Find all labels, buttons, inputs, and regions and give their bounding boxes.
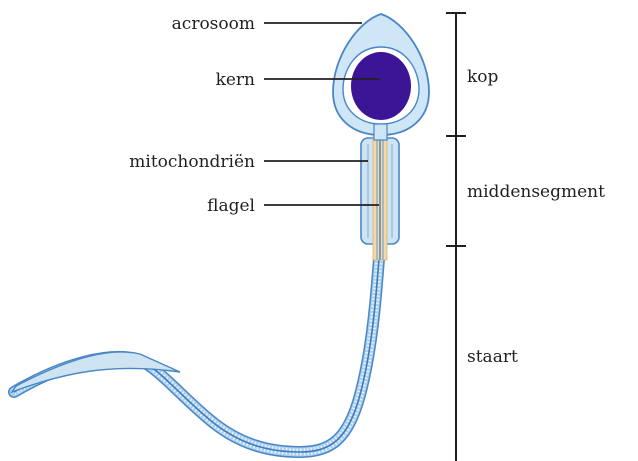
neck bbox=[374, 124, 387, 140]
head bbox=[333, 14, 429, 140]
label-acrosome: acrosoom bbox=[172, 14, 255, 34]
region-scale-bar bbox=[446, 13, 466, 461]
structure-labels: acrosoom kern mitochondriën flagel bbox=[129, 14, 255, 216]
region-labels: kop middensegment staart bbox=[467, 67, 605, 367]
midpiece bbox=[361, 134, 399, 260]
region-label-tail: staart bbox=[467, 347, 518, 367]
label-flagellum: flagel bbox=[207, 196, 255, 216]
nucleus bbox=[351, 52, 411, 120]
tail-texture bbox=[14, 245, 380, 452]
label-nucleus: kern bbox=[216, 70, 255, 90]
tail-core bbox=[14, 245, 380, 452]
region-label-midpiece: middensegment bbox=[467, 182, 605, 202]
tail bbox=[12, 245, 380, 452]
label-mitochondria: mitochondriën bbox=[129, 152, 255, 172]
tail-outline bbox=[14, 245, 380, 452]
tail-body bbox=[14, 245, 380, 452]
region-label-head: kop bbox=[467, 67, 499, 87]
